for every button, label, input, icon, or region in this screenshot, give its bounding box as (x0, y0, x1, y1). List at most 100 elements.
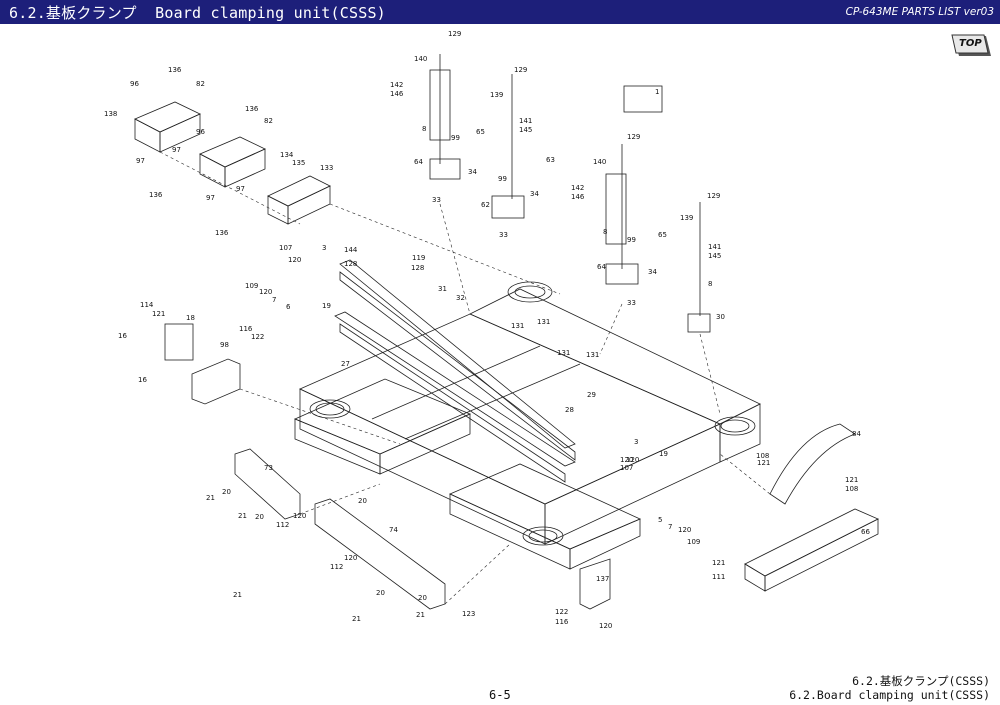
callout-98: 98 (220, 341, 229, 349)
callout-97: 97 (172, 146, 181, 154)
callout-129: 129 (514, 66, 527, 74)
duct-66 (744, 508, 879, 577)
opening-left (309, 399, 351, 419)
callout-21: 21 (206, 494, 215, 502)
cable-chain-84 (769, 423, 856, 505)
callout-120: 120 (344, 554, 357, 562)
callout-20: 20 (358, 497, 367, 505)
callout-131: 131 (511, 322, 524, 330)
callout-136: 136 (215, 229, 229, 237)
callout-137: 137 (596, 575, 609, 583)
callout-141: 141 (708, 243, 721, 251)
callout-129: 129 (448, 30, 461, 38)
callout-121: 121 (712, 559, 725, 567)
callout-142: 142 (390, 81, 403, 89)
top-button[interactable]: TOP (950, 34, 992, 56)
callout-20: 20 (222, 488, 231, 496)
callout-34: 34 (530, 190, 539, 198)
callout-7: 7 (668, 523, 672, 531)
callout-19: 19 (322, 302, 331, 310)
callout-8: 8 (708, 280, 712, 288)
callout-112: 112 (330, 563, 343, 571)
callout-128: 128 (344, 260, 357, 268)
callout-139: 139 (490, 91, 503, 99)
callout-131: 131 (537, 318, 550, 326)
callout-121: 121 (152, 310, 165, 318)
callout-33: 33 (627, 299, 636, 307)
footer-caption-jp: 6.2.基板クランプ(CSSS) (852, 674, 990, 688)
opening-top (507, 281, 553, 303)
header-bar: 6.2.基板クランプ Board clamping unit(CSSS) CP-… (0, 0, 1000, 24)
callout-73: 73 (264, 464, 273, 472)
callout-97: 97 (236, 185, 245, 193)
callout-120: 120 (293, 512, 306, 520)
callout-21: 21 (238, 512, 247, 520)
block-30 (687, 313, 711, 333)
callout-111: 111 (712, 573, 725, 581)
callout-120: 120 (288, 256, 301, 264)
callout-97: 97 (136, 157, 145, 165)
callout-16: 16 (118, 332, 127, 340)
bracket-98 (191, 358, 241, 405)
callout-107: 107 (279, 244, 292, 252)
callout-112: 112 (276, 521, 289, 529)
callout-82: 82 (264, 117, 273, 125)
callout-116: 116 (239, 325, 253, 333)
rail-27 (334, 311, 576, 467)
callout-96: 96 (130, 80, 139, 88)
callout-66: 66 (861, 528, 870, 536)
callout-144: 144 (344, 246, 358, 254)
callout-131: 131 (586, 351, 599, 359)
opening-right (714, 416, 756, 436)
parts-list-label: CP-643ME PARTS LIST ver03 (845, 6, 994, 18)
callout-128: 128 (411, 264, 424, 272)
callout-21: 21 (416, 611, 425, 619)
callout-120: 120 (620, 456, 633, 464)
callout-134: 134 (280, 151, 294, 159)
callout-74: 74 (389, 526, 398, 534)
callout-121: 121 (845, 476, 858, 484)
callout-129: 129 (627, 133, 640, 141)
part-1-box (623, 85, 663, 113)
callout-7: 7 (272, 296, 276, 304)
callout-21: 21 (352, 615, 361, 623)
callout-3: 3 (634, 438, 638, 446)
callout-142: 142 (571, 184, 584, 192)
callout-21: 21 (233, 591, 242, 599)
callout-20: 20 (376, 589, 385, 597)
callout-6: 6 (286, 303, 291, 311)
callout-31: 31 (438, 285, 447, 293)
callout-30: 30 (716, 313, 725, 321)
callout-18: 18 (186, 314, 195, 322)
callout-145: 145 (519, 126, 532, 134)
callout-63: 63 (546, 156, 555, 164)
opening-bottom (522, 526, 564, 546)
callout-19: 19 (659, 450, 668, 458)
callout-122: 122 (251, 333, 264, 341)
callout-140: 140 (593, 158, 606, 166)
clamp-assembly-62 (491, 195, 525, 219)
callout-109: 109 (687, 538, 700, 546)
bracket-137 (579, 558, 611, 610)
callout-120: 120 (599, 622, 612, 630)
bracket-73 (234, 448, 301, 520)
callout-122: 122 (555, 608, 568, 616)
callout-146: 146 (390, 90, 404, 98)
callout-121: 121 (757, 459, 770, 467)
callout-108: 108 (756, 452, 769, 460)
callout-123: 123 (462, 610, 475, 618)
footer-caption-en: 6.2.Board clamping unit(CSSS) (789, 688, 990, 702)
callout-27: 27 (341, 360, 350, 368)
callout-16: 16 (138, 376, 147, 384)
valve-block-2 (199, 136, 266, 168)
callout-29: 29 (587, 391, 596, 399)
callout-99: 99 (498, 175, 507, 183)
callout-114: 114 (140, 301, 154, 309)
callout-8: 8 (422, 125, 426, 133)
callout-64: 64 (597, 263, 606, 271)
callout-116: 116 (555, 618, 569, 626)
callout-120: 120 (678, 526, 691, 534)
callout-109: 109 (245, 282, 258, 290)
callout-136: 136 (149, 191, 163, 199)
callout-139: 139 (680, 214, 693, 222)
